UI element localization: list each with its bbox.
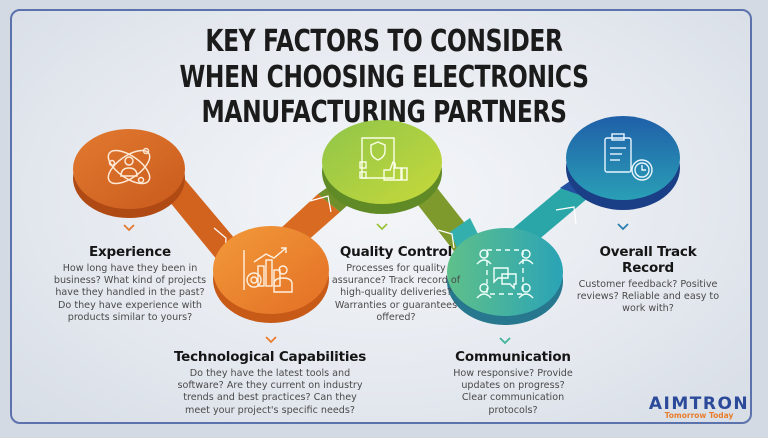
checklist-shield-thumbs-up-icon bbox=[359, 137, 408, 181]
chevron-down-icon bbox=[123, 224, 135, 232]
node-communication bbox=[447, 228, 563, 325]
node-overall-track-record bbox=[566, 116, 680, 210]
factor-heading: Overall Track Record bbox=[599, 244, 697, 276]
node-quality-control bbox=[322, 120, 442, 214]
factor-description: Do they have the latest tools and softwa… bbox=[177, 368, 363, 416]
logo-brand: AIMTRON bbox=[648, 394, 750, 414]
title-line-1: KEY FACTORS TO CONSIDER bbox=[205, 24, 563, 59]
logo-tagline: Tomorrow Today bbox=[664, 411, 734, 420]
factor-quality-control: Quality Control Processes for quality as… bbox=[330, 244, 462, 324]
factor-overall-track-record: Overall Track Record Customer feedback? … bbox=[574, 244, 722, 316]
factor-description: How responsive? Provide updates on progr… bbox=[453, 368, 573, 416]
factor-technological-capabilities: Technological Capabilities Do they have … bbox=[172, 349, 368, 417]
factor-description: Customer feedback? Positive reviews? Rel… bbox=[576, 279, 720, 315]
factor-description: How long have they been in business? Wha… bbox=[53, 263, 207, 323]
factor-communication: Communication How responsive? Provide up… bbox=[448, 349, 578, 417]
factor-description: Processes for quality assurance? Track r… bbox=[331, 263, 461, 323]
chevron-down-icon bbox=[265, 336, 277, 344]
factor-heading: Quality Control bbox=[339, 244, 453, 260]
growth-chart-gear-person-icon bbox=[243, 247, 293, 293]
factor-heading: Technological Capabilities bbox=[173, 349, 367, 365]
clipboard-clock-icon bbox=[604, 133, 653, 181]
title-line-2: WHEN CHOOSING ELECTRONICS MANUFACTURING … bbox=[179, 60, 589, 130]
chevron-down-icon bbox=[617, 223, 629, 231]
node-technological-capabilities bbox=[213, 226, 329, 323]
aimtron-logo: AIMTRON Tomorrow Today bbox=[644, 394, 754, 420]
node-experience bbox=[73, 129, 185, 218]
factor-heading: Experience bbox=[89, 244, 171, 260]
factor-experience: Experience How long have they been in bu… bbox=[48, 244, 212, 324]
chevron-down-icon bbox=[376, 223, 388, 231]
atom-person-icon bbox=[107, 147, 151, 185]
chevron-down-icon bbox=[499, 337, 511, 345]
factor-heading: Communication bbox=[455, 349, 571, 365]
team-chat-icon bbox=[476, 249, 534, 299]
